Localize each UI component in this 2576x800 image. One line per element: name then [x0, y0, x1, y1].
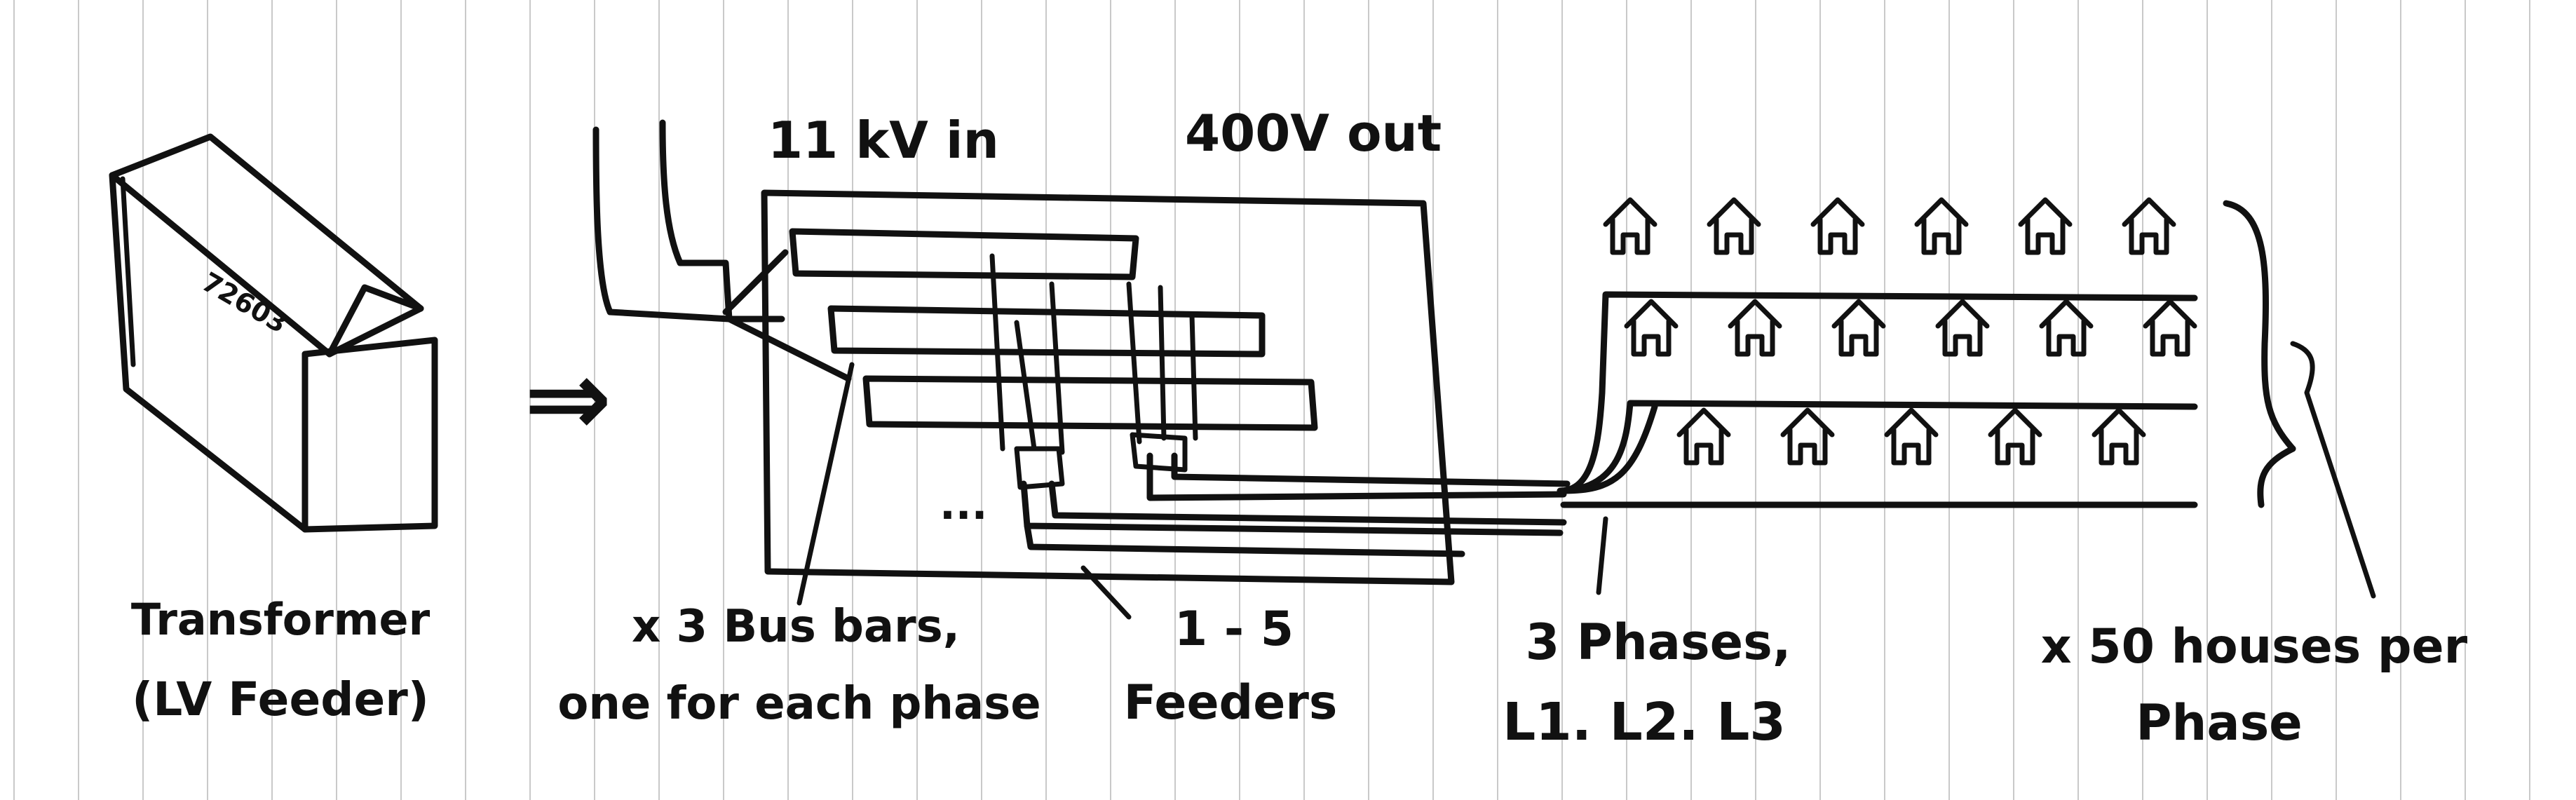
houses-brace: [2223, 200, 2376, 599]
implies-arrow-icon: ⇒: [524, 338, 612, 460]
house-icon: [2092, 407, 2146, 466]
transformer-drawing: 72603: [109, 133, 438, 533]
substation-output-label: 400V out: [1185, 104, 1442, 163]
house-icon: [1831, 299, 1886, 357]
house-icon: [1707, 197, 1761, 255]
house-icon: [1624, 299, 1679, 357]
busbars-label-line1: x 3 Bus bars,: [632, 601, 960, 653]
house-icon: [1988, 407, 2042, 466]
house-icon: [1935, 299, 1990, 357]
houses-group: [1603, 197, 2197, 466]
houses-label-line1: x 50 houses per: [2041, 619, 2468, 674]
house-icon: [1914, 197, 1969, 255]
house-icon: [2039, 299, 2094, 357]
transformer-label-line2: (LV Feeder): [132, 672, 429, 726]
house-icon: [1884, 407, 1939, 466]
substation-drawing: [592, 119, 1571, 620]
phase-lines-drawing: [1557, 291, 2198, 595]
notebook-rules: [13, 0, 2530, 800]
phases-label-line2: L1. L2. L3: [1503, 692, 1786, 752]
house-icon: [1780, 407, 1835, 466]
transformer-tag: 72603: [197, 266, 292, 339]
house-icon: [1603, 197, 1658, 255]
house-icon: [2143, 299, 2197, 357]
feeders-label-line2: Feeders: [1124, 675, 1338, 731]
house-icon: [2122, 197, 2176, 255]
phases-label-line1: 3 Phases,: [1526, 613, 1791, 671]
house-icon: [1676, 407, 1731, 466]
house-icon: [2018, 197, 2073, 255]
substation-input-label: 11 kV in: [768, 111, 999, 170]
feeders-label-line1: 1 - 5: [1174, 602, 1294, 657]
houses-label-line2: Phase: [2136, 694, 2303, 752]
feeder-ellipsis: ...: [940, 480, 987, 529]
house-icon: [1810, 197, 1865, 255]
busbars-label-line2: one for each phase: [557, 678, 1040, 730]
house-icon: [1728, 299, 1782, 357]
transformer-label-line1: Transformer: [131, 594, 431, 645]
